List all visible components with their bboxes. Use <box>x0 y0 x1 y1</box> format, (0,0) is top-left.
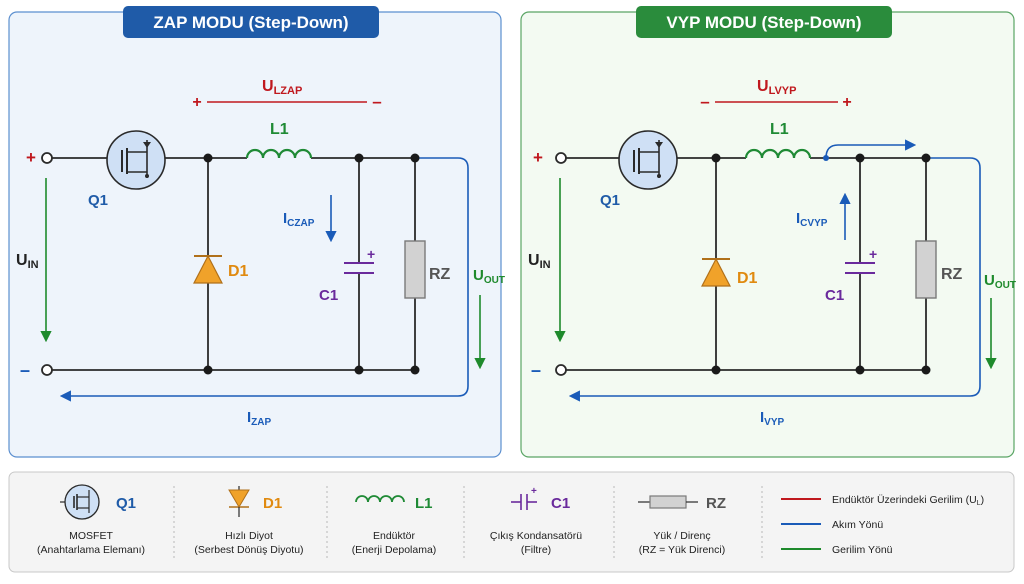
zap-i-label: IZAP <box>247 409 272 428</box>
vyp-title: VYP MODU (Step-Down) <box>666 13 861 32</box>
vyp-mode-panel: VYP MODU (Step-Down) ULVYP – + + – UIN <box>520 6 1016 458</box>
vyp-diode-icon <box>701 257 731 287</box>
vyp-ul-label: ULVYP <box>757 78 796 97</box>
vyp-uout-label: UOUT <box>984 272 1016 291</box>
vyp-input-terminal-negative <box>555 364 567 376</box>
zap-cap-plus: + <box>367 246 375 262</box>
zap-uin-label: UIN <box>16 252 39 271</box>
zap-title: ZAP MODU (Step-Down) <box>153 13 348 32</box>
legend-inductor-icon <box>355 495 405 503</box>
legend-diode-symbol: D1 <box>263 495 282 512</box>
zap-nodes <box>203 153 420 375</box>
legend-mosfet-symbol: Q1 <box>116 495 136 512</box>
zap-inductor-icon <box>245 148 313 159</box>
zap-input-terminal-negative <box>41 364 53 376</box>
vyp-ul-plus: + <box>842 94 851 111</box>
vyp-mosfet-icon <box>618 130 678 190</box>
legend-capacitor-symbol: C1 <box>551 495 570 512</box>
legend-resistor-line1: Yük / Direnç <box>653 530 710 542</box>
zap-capacitor-icon <box>344 262 374 274</box>
legend-dividers <box>173 486 763 560</box>
vyp-title-badge <box>636 6 892 38</box>
vyp-q1-label: Q1 <box>600 192 620 209</box>
vyp-uin-label: UIN <box>528 252 551 271</box>
legend-inductor-symbol: L1 <box>415 495 433 512</box>
zap-ul-label: ULZAP <box>262 78 302 97</box>
legend-resistor-symbol: RZ <box>706 495 726 512</box>
vyp-resistor-icon <box>915 240 937 299</box>
vyp-wires <box>566 157 927 371</box>
zap-ul-plus: + <box>192 94 201 111</box>
zap-mosfet-icon <box>106 130 166 190</box>
vyp-inductor-icon <box>744 148 812 159</box>
vyp-input-terminal-positive <box>555 152 567 164</box>
vyp-ul-minus: – <box>700 92 709 111</box>
zap-panel-frame <box>8 11 502 458</box>
zap-input-minus: – <box>20 360 30 380</box>
vyp-i-label: IVYP <box>760 409 785 428</box>
legend-label-voltage: Gerilim Yönü <box>832 544 893 556</box>
vyp-rz-label: RZ <box>941 266 963 283</box>
vyp-input-minus: – <box>531 360 541 380</box>
zap-ic-label: ICZAP <box>283 210 315 229</box>
legend-resistor-icon <box>638 495 698 509</box>
legend-frame <box>8 471 1015 573</box>
legend-capacitor-icon <box>511 494 537 510</box>
legend-inductor-line2: (Enerji Depolama) <box>352 544 437 556</box>
vyp-c1-label: C1 <box>825 287 844 304</box>
legend-mosfet-line2: (Anahtarlama Elemanı) <box>37 544 145 556</box>
zap-title-badge <box>123 6 379 38</box>
legend-diode-line1: Hızlı Diyot <box>225 530 273 542</box>
legend-diode-icon <box>228 486 250 517</box>
vyp-ic-label: ICVYP <box>796 210 828 229</box>
zap-mode-panel: ZAP MODU (Step-Down) ULZAP + – + – UIN <box>8 6 505 458</box>
vyp-d1-label: D1 <box>737 270 758 287</box>
legend-resistor-line2: (RZ = Yük Direnci) <box>639 544 725 556</box>
zap-input-plus: + <box>26 148 36 167</box>
zap-ul-minus: – <box>372 92 381 111</box>
vyp-inductor-current-dot <box>823 155 829 161</box>
legend-mosfet-icon <box>60 484 100 520</box>
legend-mosfet-line1: MOSFET <box>69 530 113 542</box>
vyp-cap-plus: + <box>869 246 877 262</box>
legend-capacitor-line1: Çıkış Kondansatörü <box>490 530 582 542</box>
legend-label-current: Akım Yönü <box>832 519 883 531</box>
vyp-nodes <box>711 153 931 375</box>
zap-l1-label: L1 <box>270 121 289 138</box>
zap-input-terminal-positive <box>41 152 53 164</box>
vyp-l1-label: L1 <box>770 121 789 138</box>
zap-uout-label: UOUT <box>473 267 505 286</box>
zap-current-loop <box>59 157 469 402</box>
zap-c1-label: C1 <box>319 287 338 304</box>
zap-d1-label: D1 <box>228 263 249 280</box>
zap-rz-label: RZ <box>429 266 451 283</box>
zap-resistor-icon <box>404 240 426 299</box>
legend-diode-line2: (Serbest Dönüş Diyotu) <box>194 544 303 556</box>
zap-diode-icon <box>193 254 223 284</box>
vyp-current-loop <box>568 157 981 402</box>
legend-inductor-line1: Endüktör <box>373 530 416 542</box>
legend-panel: Q1 MOSFET (Anahtarlama Elemanı) D1 Hızlı… <box>8 471 1015 573</box>
legend-capacitor-plus: + <box>531 486 537 497</box>
vyp-capacitor-icon <box>845 262 875 274</box>
vyp-input-plus: + <box>533 148 543 167</box>
legend-label-inductor-voltage: Endüktör Üzerindeki Gerilim (UL) <box>832 494 984 507</box>
legend-capacitor-line2: (Filtre) <box>521 544 551 556</box>
zap-q1-label: Q1 <box>88 192 108 209</box>
